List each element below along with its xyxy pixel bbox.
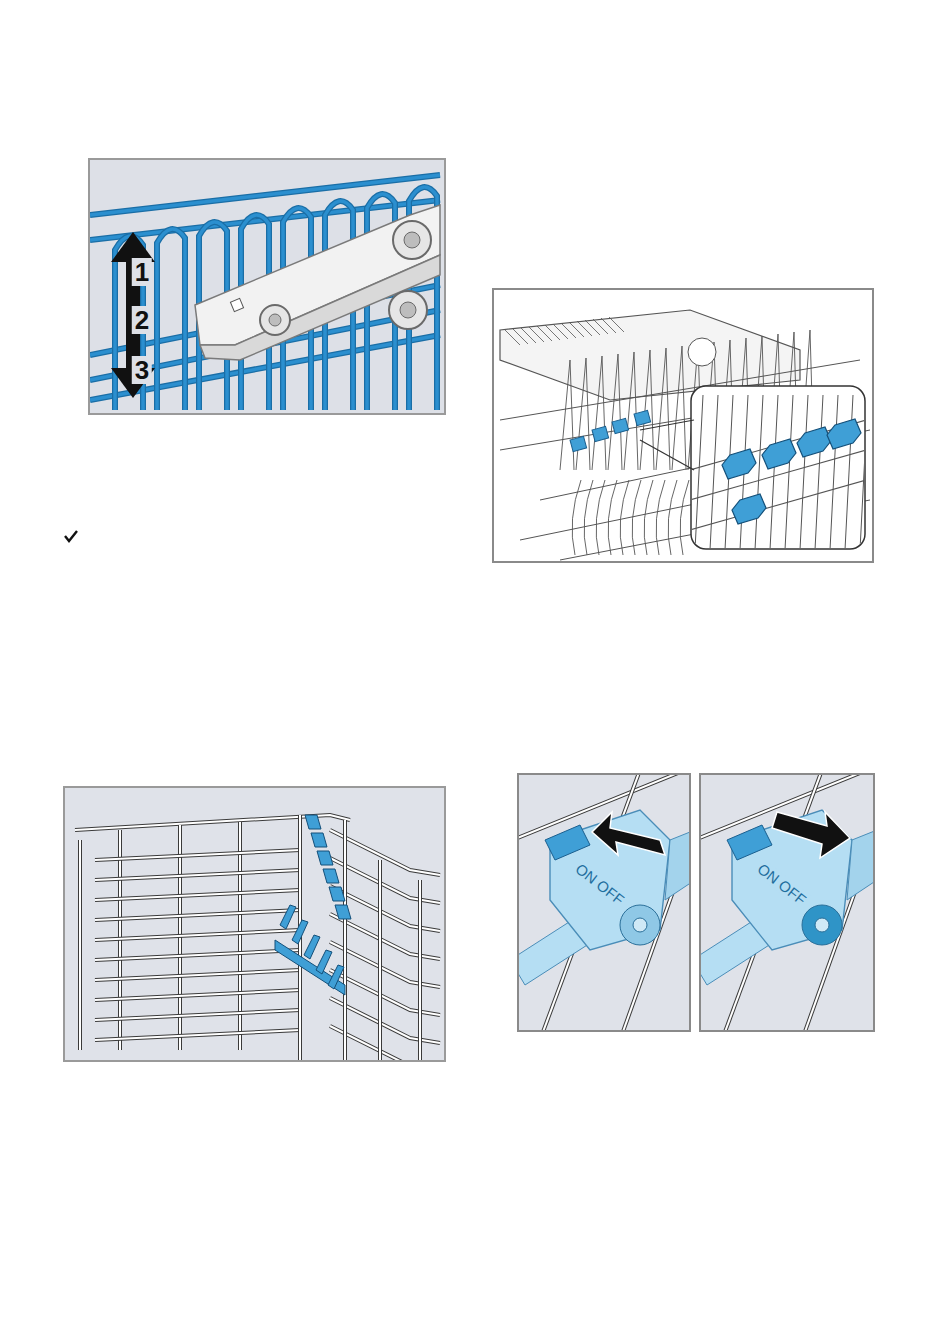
check-mark [65, 531, 77, 541]
position-number: 3 [132, 356, 152, 384]
switch-label: ON OFF [752, 858, 812, 910]
position-number: 2 [132, 306, 152, 334]
rack-height-panel [89, 159, 445, 414]
fold-down-tines-panel [64, 787, 445, 1071]
position-number: 1 [132, 258, 152, 286]
switch-label: ON OFF [570, 858, 630, 910]
lever-panels [500, 760, 892, 1040]
basket-clips-panel [493, 289, 873, 562]
